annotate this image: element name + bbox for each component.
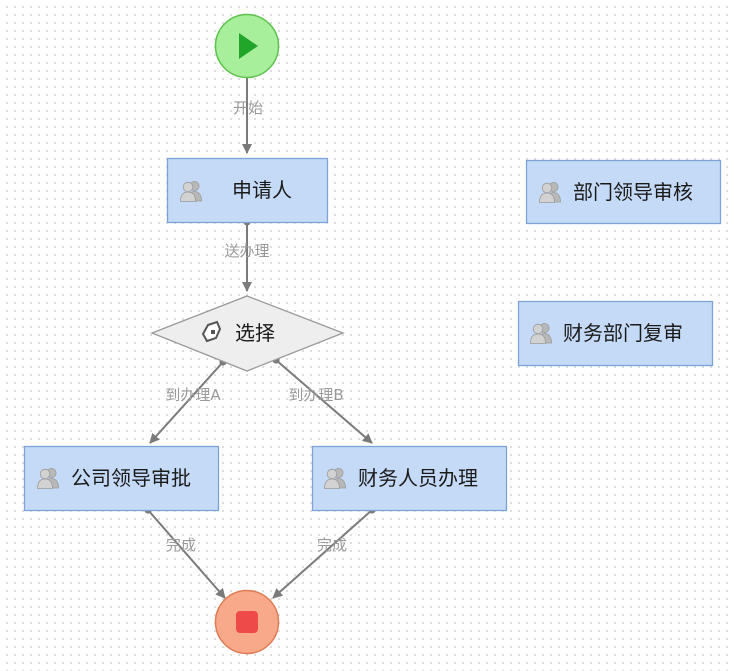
- task-finance-dept-recheck[interactable]: 财务部门复审: [517, 300, 714, 367]
- edge-label-to-handle-b: 到办理B: [288, 386, 343, 404]
- task-dept-leader-review-label: 部门领导审核: [573, 180, 693, 204]
- task-company-leader-approval-label: 公司领导审批: [71, 466, 191, 490]
- task-applicant-label: 申请人: [232, 178, 292, 202]
- task-finance-staff-handle-label: 财务人员办理: [358, 466, 478, 490]
- gateway-choice-label: 选择: [235, 321, 275, 345]
- start-node[interactable]: [214, 13, 280, 79]
- edge-label-start: 开始: [233, 99, 263, 117]
- end-node[interactable]: [214, 589, 280, 655]
- task-dept-leader-review[interactable]: 部门领导审核: [525, 159, 722, 225]
- edge-label-to-handle-a: 到办理A: [165, 386, 221, 404]
- edge-label-send-handle: 送办理: [224, 242, 269, 260]
- edge-label-done-left: 完成: [166, 536, 196, 554]
- edge-label-done-right: 完成: [317, 536, 347, 554]
- stop-icon: [236, 611, 258, 633]
- gateway-icon: [201, 320, 222, 343]
- play-icon: [239, 33, 258, 59]
- task-applicant[interactable]: 申请人: [166, 157, 329, 224]
- task-finance-staff-handle[interactable]: 财务人员办理: [311, 445, 508, 512]
- gateway-choice[interactable]: 选择: [150, 295, 345, 372]
- task-company-leader-approval[interactable]: 公司领导审批: [23, 445, 220, 512]
- task-finance-dept-recheck-label: 财务部门复审: [563, 321, 683, 345]
